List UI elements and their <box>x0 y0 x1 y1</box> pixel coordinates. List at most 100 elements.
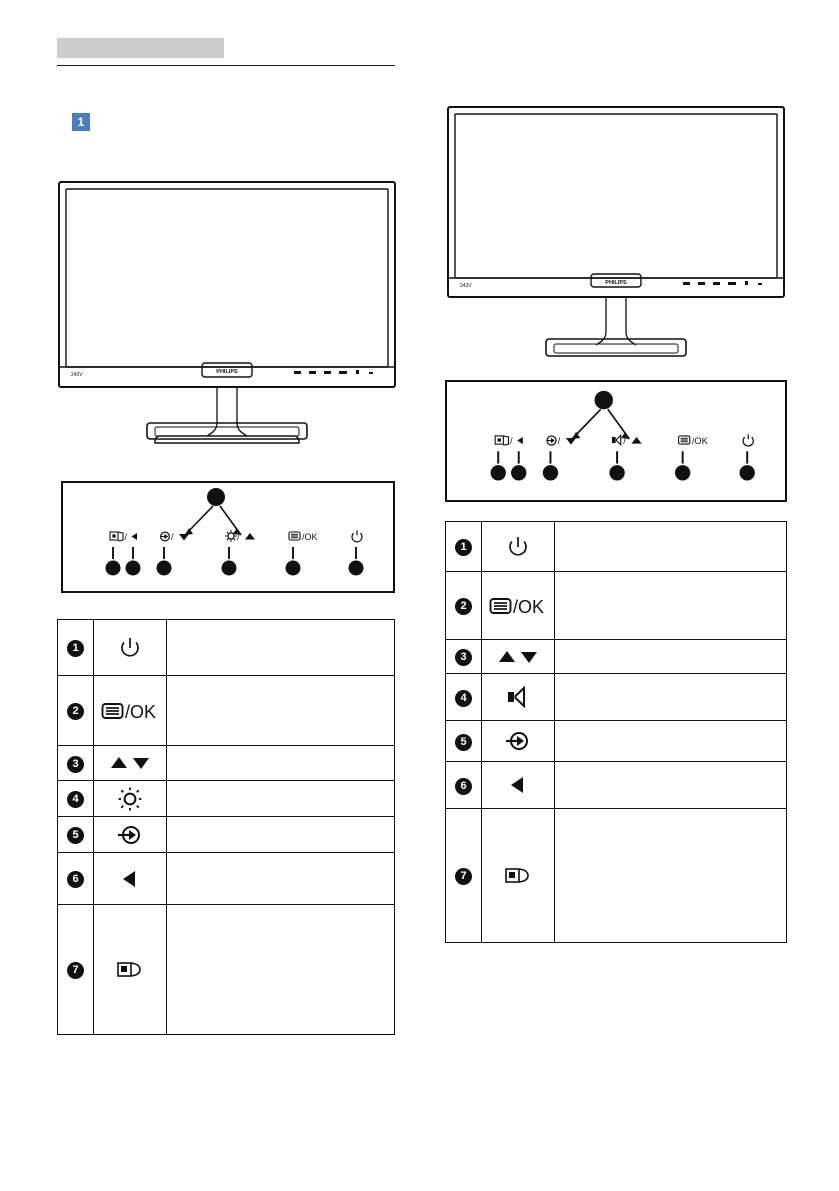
row-number-badge: 4 <box>67 791 84 808</box>
svg-text:/OK: /OK <box>302 532 318 542</box>
row-number-cell: 6 <box>57 852 94 905</box>
row-icon-cell: /OK <box>481 571 555 640</box>
monitor-model-label: 243V <box>71 372 83 378</box>
row-description-cell <box>166 675 395 746</box>
row-description-cell <box>554 761 787 809</box>
row-icon-cell <box>93 745 167 781</box>
row-icon-cell <box>481 720 555 762</box>
left-triangle-icon <box>123 870 135 887</box>
row-description-text <box>555 737 786 745</box>
row-number-badge: 3 <box>455 649 472 666</box>
row-description-text <box>555 602 786 610</box>
input-source-icon <box>506 732 528 750</box>
row-icon-cell <box>93 619 167 676</box>
button-dot-back <box>511 465 527 481</box>
row-description-text <box>167 795 394 803</box>
header-rule <box>57 65 395 66</box>
table-row: 4 <box>57 780 395 817</box>
volume-icon <box>508 685 525 709</box>
row-description-text <box>167 966 394 974</box>
button-dot-smartimage <box>490 465 506 481</box>
smartimage-icon <box>505 867 529 883</box>
button-dot-smartimage <box>105 560 121 576</box>
button-dot-volume <box>609 465 625 481</box>
brightness-icon <box>118 787 142 810</box>
row-number-cell: 5 <box>57 816 94 853</box>
table-row: 4 <box>445 673 787 721</box>
row-description-text <box>555 693 786 701</box>
row-number-cell: 4 <box>445 673 482 721</box>
left-triangle-icon <box>511 777 523 793</box>
row-number-cell: 7 <box>445 808 482 943</box>
monitor-model-label: 243V <box>460 283 472 289</box>
svg-text:/: / <box>623 436 626 446</box>
row-number-cell: 3 <box>445 639 482 674</box>
row-number-badge: 3 <box>67 755 84 773</box>
callout-marker <box>571 390 631 440</box>
row-description-cell <box>166 852 395 905</box>
svg-text:/OK: /OK <box>513 597 544 617</box>
row-description-cell <box>166 816 395 853</box>
row-icon-cell <box>93 904 167 1035</box>
row-description-cell <box>554 521 787 572</box>
row-number-badge: 7 <box>455 868 472 885</box>
row-description-text <box>167 759 394 767</box>
row-icon-cell <box>481 808 555 943</box>
label-smartimage-back: / <box>494 435 523 446</box>
right-control-panel-box: / / / <box>445 380 787 502</box>
row-number-badge: 2 <box>67 703 84 720</box>
callout-marker <box>184 488 242 536</box>
up-down-arrows-icon <box>499 650 537 663</box>
smartimage-icon <box>117 961 141 977</box>
row-number-badge: 1 <box>67 640 84 657</box>
svg-text:/: / <box>558 436 561 446</box>
section-number-badge: 1 <box>72 113 90 131</box>
table-row: 7 <box>57 904 395 1035</box>
table-row: 2 /OK <box>445 571 787 640</box>
row-description-text <box>167 875 394 883</box>
button-dot-brightness <box>221 560 237 576</box>
row-description-cell <box>554 639 787 674</box>
row-number-cell: 2 <box>57 675 94 746</box>
label-menu-ok: /OK <box>288 531 318 542</box>
left-control-panel-box: / / <box>61 481 395 593</box>
row-description-text <box>167 644 394 652</box>
input-source-icon <box>118 825 140 844</box>
table-row: 5 <box>445 720 787 762</box>
row-description-cell <box>554 808 787 943</box>
row-description-cell <box>166 780 395 817</box>
table-row: 1 <box>445 521 787 572</box>
row-icon-cell <box>93 816 167 853</box>
button-dot-menu <box>674 465 691 481</box>
row-description-cell <box>554 571 787 640</box>
row-number-badge: 5 <box>67 827 84 844</box>
left-column: 1 <box>57 113 397 1035</box>
row-description-cell <box>166 904 395 1035</box>
monitor-brand-wordmark: PHILIPS <box>216 369 238 375</box>
header-gray-bar <box>57 38 224 58</box>
table-row: 3 <box>445 639 787 674</box>
row-number-cell: 5 <box>445 720 482 762</box>
label-power <box>351 530 363 543</box>
table-row: 2 /OK <box>57 675 395 746</box>
button-dot-power <box>739 465 755 481</box>
left-monitor-illustration: PHILIPS 243V <box>57 180 397 445</box>
menu-ok-icon: /OK <box>489 597 544 617</box>
svg-text:/: / <box>510 436 513 446</box>
label-input-down: / <box>159 531 189 542</box>
row-description-text <box>555 872 786 880</box>
row-icon-cell <box>481 639 555 674</box>
right-column: PHILIPS 243V <box>420 0 839 1191</box>
row-number-cell: 1 <box>445 521 482 572</box>
row-icon-cell <box>93 852 167 905</box>
svg-text:/OK: /OK <box>692 436 709 446</box>
label-smartimage-back: / <box>109 531 137 542</box>
table-row: 3 <box>57 745 395 781</box>
button-dot-input <box>156 560 172 576</box>
row-number-cell: 7 <box>57 904 94 1035</box>
row-description-text <box>167 831 394 839</box>
row-description-cell <box>166 619 395 676</box>
power-icon <box>121 637 139 657</box>
row-number-badge: 7 <box>67 962 84 979</box>
right-monitor-illustration: PHILIPS 243V <box>446 105 786 370</box>
